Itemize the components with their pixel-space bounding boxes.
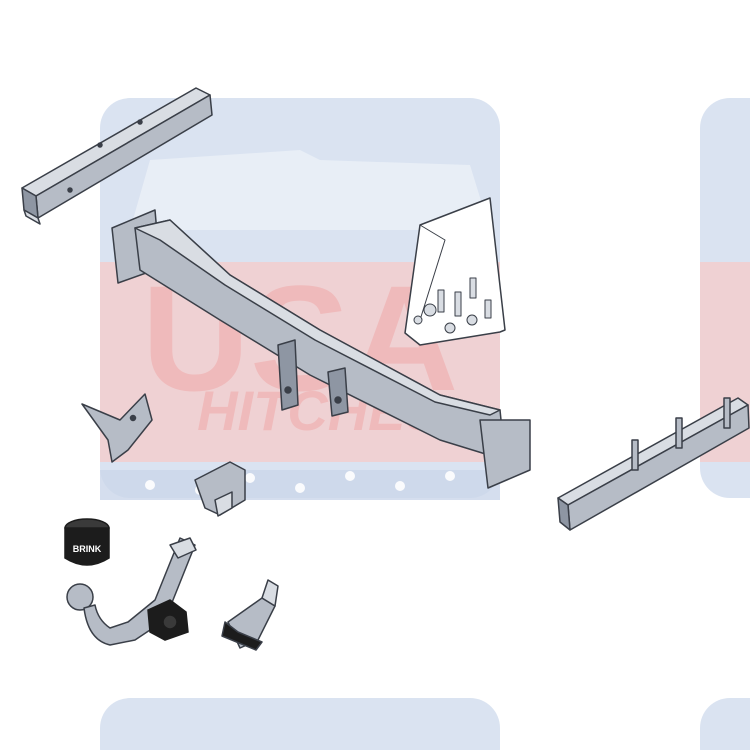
tow-ball-neck xyxy=(66,537,197,646)
side-bracket-left xyxy=(21,87,213,225)
mounting-plate xyxy=(194,461,246,517)
side-bracket-right xyxy=(557,397,750,531)
electrical-bracket xyxy=(81,393,153,463)
towbar-crossmember xyxy=(111,209,531,489)
bolt-kit-bag xyxy=(404,197,506,346)
release-lever xyxy=(221,579,279,651)
socket-cover-box: BRINK xyxy=(64,518,110,566)
electrical-socket xyxy=(147,599,189,641)
brink-label: BRINK xyxy=(73,544,102,554)
